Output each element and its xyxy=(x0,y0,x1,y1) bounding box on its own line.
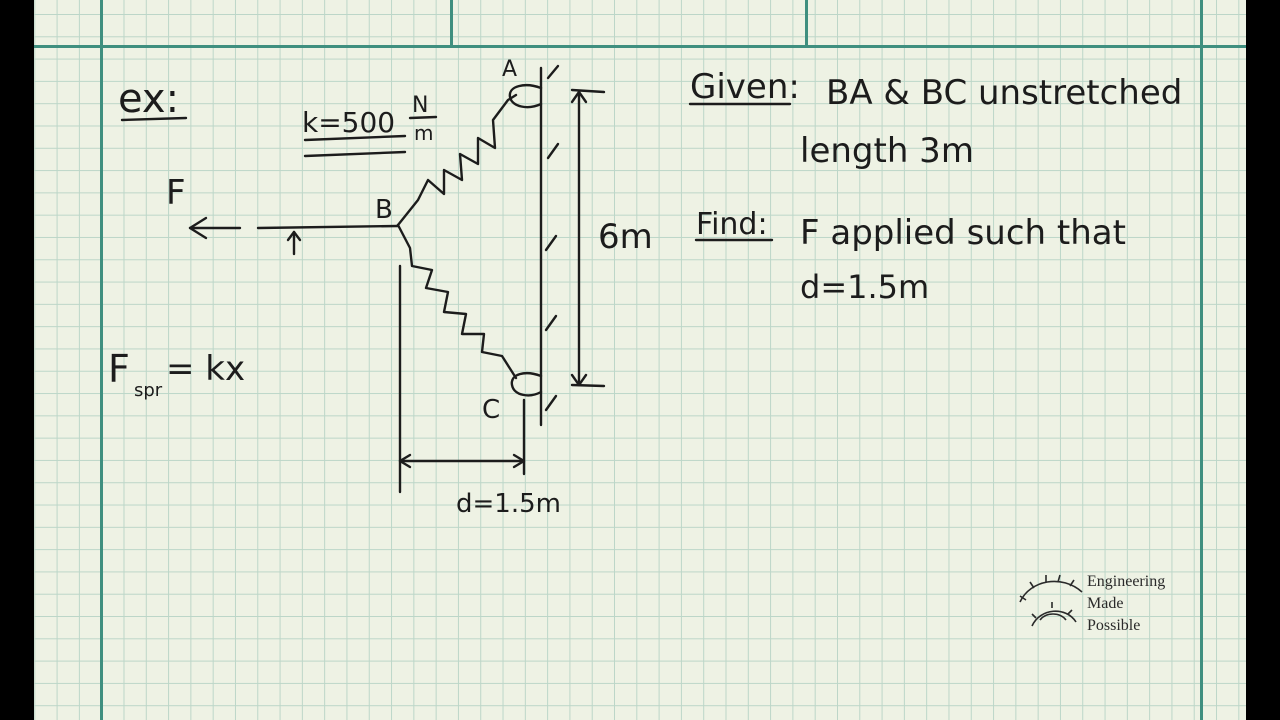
node-a-label: A xyxy=(502,57,517,82)
left-margin-line xyxy=(100,0,103,720)
spring-constant-label: k=500 xyxy=(302,106,395,139)
find-line-2: d=1.5m xyxy=(800,268,929,306)
dim-6m-arrow-top xyxy=(570,90,588,104)
height-dimension-label: 6m xyxy=(598,217,653,257)
spring-bc xyxy=(396,223,518,380)
wall-hatch-1 xyxy=(546,64,560,80)
d-arrow-right xyxy=(512,453,526,469)
pin-a xyxy=(508,84,543,109)
formula-f: F xyxy=(108,347,130,391)
force-label: F xyxy=(166,173,186,213)
logo-line-2: Made xyxy=(1087,595,1124,612)
d-dimension-label: d=1.5m xyxy=(456,489,561,519)
wall-hatch-2 xyxy=(546,142,560,160)
header-divider xyxy=(34,45,1246,48)
left-black-border xyxy=(0,0,34,720)
spring-unit-denominator: m xyxy=(414,121,433,145)
logo-line-3: Possible xyxy=(1087,617,1141,634)
node-b-label: B xyxy=(375,195,393,225)
k-underline-2 xyxy=(303,150,407,158)
spring-ba xyxy=(396,93,518,227)
header-separator-1 xyxy=(450,0,453,46)
given-line-1: BA & BC unstretched xyxy=(826,73,1182,113)
given-heading: Given: xyxy=(690,67,800,107)
right-margin-line xyxy=(1200,0,1203,720)
given-line-2: length 3m xyxy=(800,131,974,171)
formula-rest: = kx xyxy=(166,349,245,389)
d-arrow-left xyxy=(398,453,412,469)
wall-hatch-5 xyxy=(544,394,558,412)
dim-top-tick xyxy=(570,88,606,94)
header-separator-2 xyxy=(805,0,808,46)
force-arrow-head xyxy=(188,216,208,240)
pin-c xyxy=(510,372,543,397)
formula-subscript: spr xyxy=(134,380,163,401)
ex-underline xyxy=(120,116,188,122)
find-line-1: F applied such that xyxy=(800,213,1126,253)
wall-hatch-4 xyxy=(544,314,558,332)
node-c-label: C xyxy=(482,395,500,425)
gear-icon xyxy=(1019,574,1083,627)
right-black-border xyxy=(1246,0,1280,720)
k-underline-1 xyxy=(303,134,407,142)
dim-bottom-tick xyxy=(570,383,606,388)
logo-line-1: Engineering xyxy=(1087,573,1166,590)
force-line xyxy=(256,224,400,230)
small-arrow-head xyxy=(286,230,302,242)
find-heading: Find: xyxy=(696,207,768,242)
ex-label: ex: xyxy=(118,76,179,122)
wall-hatch-3 xyxy=(544,234,558,252)
unit-fraction-bar xyxy=(408,115,438,120)
dim-6m-arrow-bottom xyxy=(570,373,588,387)
spring-unit-numerator: N xyxy=(412,93,428,118)
